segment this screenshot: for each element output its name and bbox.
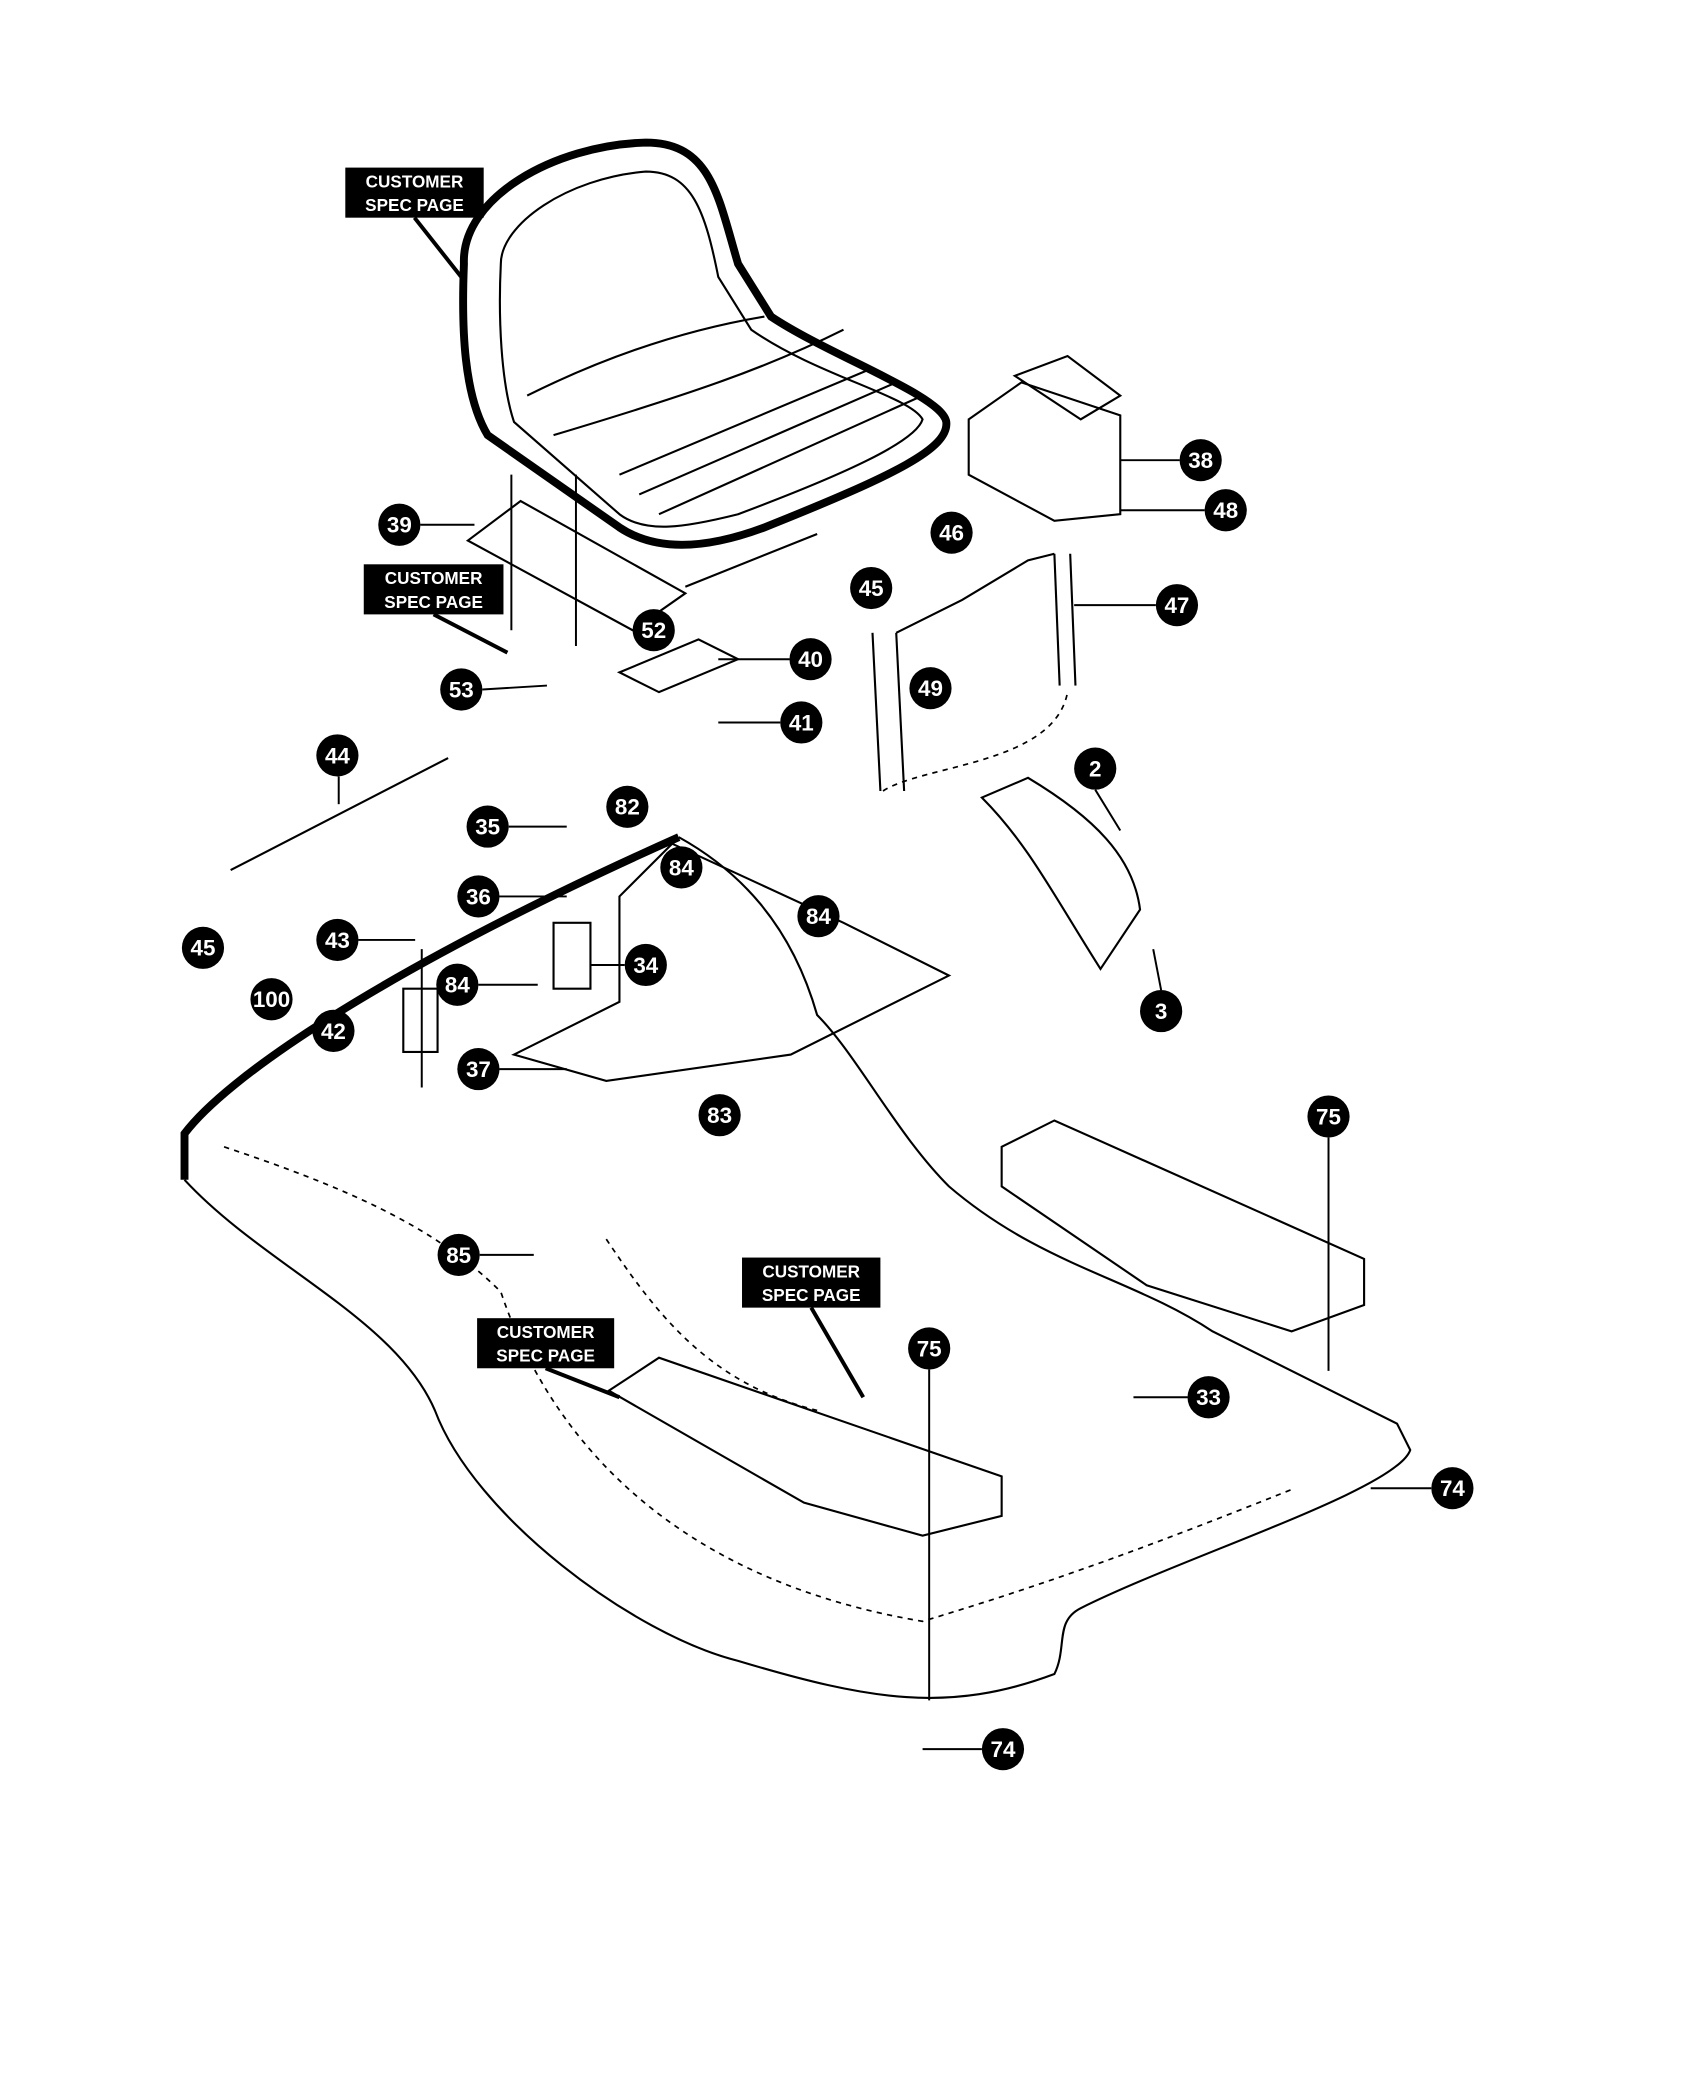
callout-number: 3 <box>1155 999 1167 1024</box>
seat-support <box>511 842 952 1083</box>
callout-number: 74 <box>991 1737 1016 1762</box>
customer-spec-page-label: CUSTOMER SPEC PAGE <box>742 1257 881 1399</box>
callout-number: 47 <box>1164 593 1189 618</box>
customer-spec-page-label: CUSTOMER SPEC PAGE <box>363 564 509 655</box>
callout-number: 40 <box>798 647 823 672</box>
customer-spec-page-label: CUSTOMER SPEC PAGE <box>477 1318 621 1400</box>
callout-number: 34 <box>633 953 658 978</box>
callout-number: 84 <box>445 973 470 998</box>
callout-number: 52 <box>641 618 666 643</box>
callout-number: 39 <box>387 513 412 538</box>
spec-label-line1: CUSTOMER <box>385 568 483 588</box>
callout-100: 100 <box>250 978 293 1021</box>
callout-43: 43 <box>316 918 359 962</box>
callout-number: 84 <box>669 855 694 880</box>
spec-label-line1: CUSTOMER <box>366 171 464 191</box>
footrests <box>606 1119 1366 1537</box>
callout-48: 48 <box>1204 489 1247 532</box>
callout-2: 2 <box>1074 747 1117 790</box>
callout-33: 33 <box>1187 1376 1230 1419</box>
callout-84: 84 <box>660 846 703 889</box>
callout-84: 84 <box>797 895 840 938</box>
callout-44: 44 <box>316 734 359 777</box>
callout-45: 45 <box>850 566 893 610</box>
spec-label-line1: CUSTOMER <box>497 1322 595 1342</box>
spec-label-line2: SPEC PAGE <box>762 1285 861 1305</box>
callout-number: 48 <box>1213 498 1238 523</box>
customer-spec-page-label: CUSTOMER SPEC PAGE <box>345 167 484 279</box>
callout-52: 52 <box>632 609 675 652</box>
pivot-rod <box>230 757 449 872</box>
callout-38: 38 <box>1179 439 1222 482</box>
callout-number: 84 <box>806 904 831 929</box>
callout-number: 75 <box>1316 1104 1341 1129</box>
callout-46: 46 <box>930 511 973 554</box>
callout-75: 75 <box>908 1327 951 1370</box>
callout-number: 38 <box>1188 448 1213 473</box>
callout-84: 84 <box>436 963 479 1006</box>
callout-number: 43 <box>325 928 350 953</box>
shift-plate <box>980 776 1142 971</box>
callout-number: 74 <box>1440 1476 1465 1501</box>
seat-pan-bracket <box>465 474 818 694</box>
callout-number: 33 <box>1196 1385 1221 1410</box>
callout-number: 44 <box>325 743 350 768</box>
callout-34: 34 <box>624 943 667 987</box>
callout-74: 74 <box>1431 1467 1474 1510</box>
callout-number: 46 <box>939 521 964 546</box>
spec-label-line2: SPEC PAGE <box>496 1346 595 1366</box>
callout-number: 83 <box>707 1103 732 1128</box>
callout-35: 35 <box>466 805 509 848</box>
callout-85: 85 <box>437 1233 480 1277</box>
spec-label-line2: SPEC PAGE <box>384 592 483 612</box>
callout-3: 3 <box>1140 990 1183 1033</box>
callout-53: 53 <box>440 668 483 711</box>
spec-label-line1: CUSTOMER <box>762 1261 860 1281</box>
callout-number: 75 <box>917 1336 942 1361</box>
callout-number: 100 <box>253 987 290 1012</box>
callout-number: 42 <box>321 1019 346 1044</box>
callout-37: 37 <box>457 1048 500 1091</box>
callout-41: 41 <box>780 701 823 744</box>
leader-lines <box>337 459 1432 1751</box>
callout-45: 45 <box>181 926 225 969</box>
callout-40: 40 <box>789 638 832 681</box>
callout-number: 2 <box>1089 756 1101 781</box>
callout-74: 74 <box>981 1728 1025 1771</box>
callout-number: 37 <box>466 1057 491 1082</box>
callout-number: 41 <box>789 710 814 735</box>
callout-75: 75 <box>1307 1095 1350 1138</box>
callout-number: 45 <box>859 576 884 601</box>
callout-number: 45 <box>191 936 216 961</box>
seat-brackets <box>871 552 1077 792</box>
callout-42: 42 <box>312 1009 355 1052</box>
callout-number: 85 <box>446 1243 471 1268</box>
callout-49: 49 <box>909 667 952 710</box>
callout-number: 36 <box>466 884 491 909</box>
callout-number: 35 <box>475 814 500 839</box>
seat <box>459 138 951 549</box>
callout-36: 36 <box>457 875 500 918</box>
switch-housing <box>967 354 1123 522</box>
callout-39: 39 <box>378 503 421 546</box>
callout-number: 49 <box>918 676 943 701</box>
spec-label-line2: SPEC PAGE <box>365 195 464 215</box>
callout-82: 82 <box>606 785 649 828</box>
callout-number: 82 <box>615 795 640 820</box>
callout-47: 47 <box>1155 584 1199 627</box>
callout-number: 53 <box>449 677 474 702</box>
springs <box>402 921 592 1088</box>
callout-83: 83 <box>698 1094 741 1137</box>
